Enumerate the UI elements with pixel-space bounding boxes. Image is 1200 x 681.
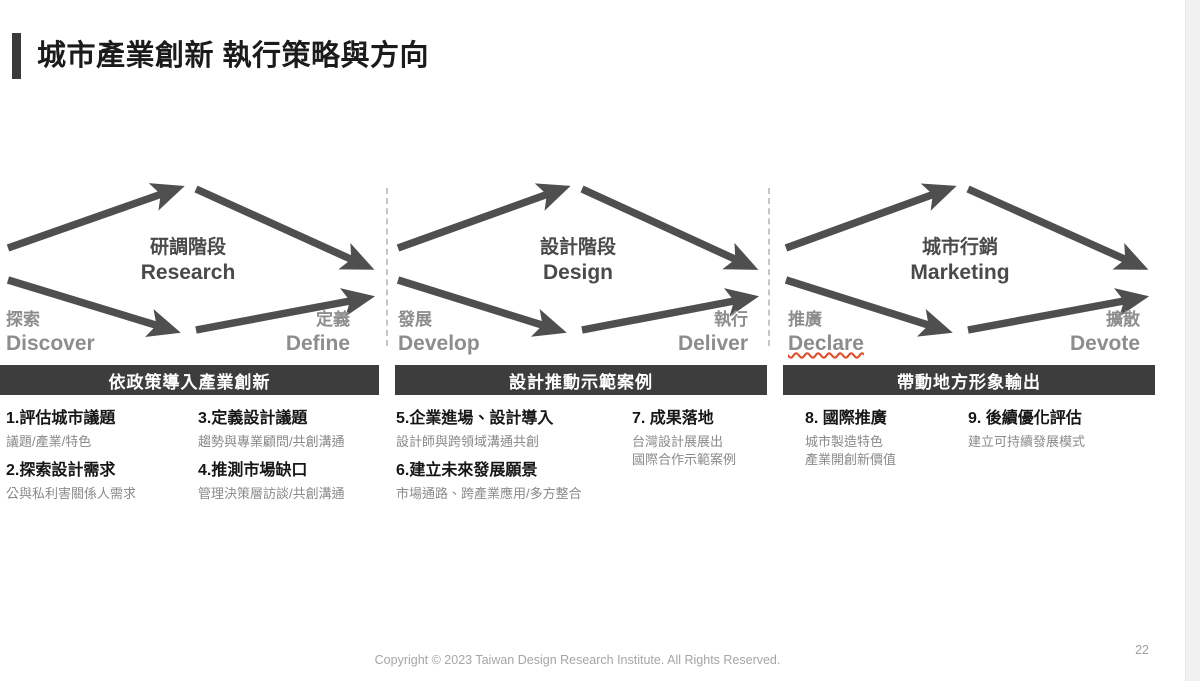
detail-item-sub: 趨勢與專業顧問/共創溝通 (198, 433, 388, 452)
stage-separator-1 (386, 188, 388, 346)
detail-column: 7. 成果落地 台灣設計展展出 國際合作示範案例 (632, 408, 782, 479)
corner-label-en-develop: Develop (398, 331, 480, 355)
stage-center-marketing: 城市行銷 Marketing (850, 236, 1070, 286)
title-accent-bar (12, 33, 21, 79)
corner-label-discover: 探索 Discover (6, 310, 95, 356)
corner-label-en-define: Define (285, 331, 350, 355)
detail-item-title: 8. 國際推廣 (805, 410, 887, 427)
stage-center-en-research: Research (140, 260, 236, 284)
stage-separator-2 (768, 188, 770, 346)
stage-center-cn-marketing: 城市行銷 (921, 237, 998, 258)
detail-item-sub-line: 國際合作示範案例 (632, 452, 737, 468)
stage-center-en-design: Design (542, 260, 613, 284)
corner-label-en-deliver: Deliver (677, 331, 748, 355)
detail-item-sub-line: 公與私利害關係人需求 (6, 486, 137, 502)
diamond-arrows-svg (6, 183, 1150, 337)
corner-label-declare: 推廣 Declare (788, 310, 864, 356)
detail-column: 1.評估城市議題 議題/產業/特色 2.探索設計需求 公與私利害關係人需求 (6, 408, 196, 513)
corner-label-en-declare: Declare (788, 331, 864, 357)
detail-item-title: 3.定義設計議題 (198, 410, 308, 427)
detail-item-title: 4.推測市場缺口 (198, 462, 308, 480)
spellcheck-underline: Declare (788, 331, 864, 355)
detail-item-sub-line: 設計師與跨領域溝通共創 (396, 433, 540, 449)
detail-item-sub-line: 管理決策層訪談/共創溝通 (198, 486, 345, 502)
stage-center-cn-research: 研調階段 (149, 237, 226, 258)
stage-center-research: 研調階段 Research (78, 236, 298, 286)
detail-item-sub: 台灣設計展展出 國際合作示範案例 (632, 433, 782, 471)
stage-center-design: 設計階段 Design (468, 236, 688, 286)
detail-item-sub: 城市製造特色 產業開創新價值 (805, 433, 965, 471)
detail-item-title: 6.建立未來發展願景 (396, 462, 538, 480)
page-title: 城市產業創新 執行策略與方向 (37, 39, 430, 72)
corner-label-deliver: 執行 Deliver (620, 310, 748, 356)
detail-column: 5.企業進場、設計導入 設計師與跨領域溝通共創 6.建立未來發展願景 市場通路、… (396, 408, 628, 513)
detail-item: 5.企業進場、設計導入 設計師與跨領域溝通共創 (396, 408, 628, 451)
detail-item: 6.建立未來發展願景 市場通路、跨產業應用/多方整合 (396, 460, 628, 503)
corner-label-cn-devote: 擴散 (1106, 310, 1140, 329)
footer-copyright: Copyright © 2023 Taiwan Design Research … (374, 653, 781, 667)
corner-label-en-devote: Devote (1069, 331, 1140, 355)
detail-item-sub: 議題/產業/特色 (6, 433, 196, 452)
detail-item-sub-line: 產業開創新價值 (805, 452, 897, 468)
detail-item-title: 9. 後續優化評估 (968, 410, 1082, 427)
detail-item-title: 2.探索設計需求 (6, 462, 116, 480)
stage-banner-design: 設計推動示範案例 (395, 365, 767, 395)
corner-label-cn-develop: 發展 (398, 310, 432, 329)
detail-column: 3.定義設計議題 趨勢與專業顧問/共創溝通 4.推測市場缺口 管理決策層訪談/共… (198, 408, 388, 513)
detail-item-sub: 管理決策層訪談/共創溝通 (198, 485, 388, 504)
detail-item: 8. 國際推廣 城市製造特色 產業開創新價值 (805, 408, 965, 470)
detail-item-sub: 建立可持續發展模式 (968, 433, 1168, 452)
stage-center-cn-design: 設計階段 (539, 237, 616, 258)
corner-label-cn-discover: 探索 (6, 310, 40, 329)
detail-columns: 1.評估城市議題 議題/產業/特色 2.探索設計需求 公與私利害關係人需求 3.… (0, 408, 1185, 548)
corner-label-devote: 擴散 Devote (1000, 310, 1140, 356)
detail-item-title: 1.評估城市議題 (6, 410, 116, 427)
detail-item-sub-line: 趨勢與專業顧問/共創溝通 (198, 433, 345, 449)
detail-item-sub: 設計師與跨領域溝通共創 (396, 433, 628, 452)
detail-item-sub-line: 城市製造特色 (805, 433, 884, 449)
detail-item: 2.探索設計需求 公與私利害關係人需求 (6, 460, 196, 503)
detail-item: 4.推測市場缺口 管理決策層訪談/共創溝通 (198, 460, 388, 503)
corner-label-en-discover: Discover (6, 331, 95, 355)
detail-item-sub-line: 市場通路、跨產業應用/多方整合 (396, 486, 582, 502)
detail-item-title: 5.企業進場、設計導入 (396, 410, 554, 427)
detail-item-sub-line: 建立可持續發展模式 (968, 433, 1086, 449)
vertical-scrollbar[interactable] (1185, 0, 1200, 681)
detail-item-title: 7. 成果落地 (632, 410, 714, 427)
detail-item: 3.定義設計議題 趨勢與專業顧問/共創溝通 (198, 408, 388, 451)
double-diamond-diagram: 研調階段 Research 設計階段 Design 城市行銷 Marketing… (0, 170, 1185, 362)
stage-banner-research: 依政策導入產業創新 (0, 365, 379, 395)
detail-item-sub-line: 議題/產業/特色 (6, 433, 92, 449)
detail-column: 9. 後續優化評估 建立可持續發展模式 (968, 408, 1168, 460)
detail-item: 1.評估城市議題 議題/產業/特色 (6, 408, 196, 451)
corner-label-cn-declare: 推廣 (788, 310, 822, 329)
detail-item-sub: 市場通路、跨產業應用/多方整合 (396, 485, 628, 504)
detail-item: 7. 成果落地 台灣設計展展出 國際合作示範案例 (632, 408, 782, 470)
corner-label-cn-define: 定義 (316, 310, 350, 329)
detail-item: 9. 後續優化評估 建立可持續發展模式 (968, 408, 1168, 451)
stage-center-en-marketing: Marketing (910, 260, 1010, 284)
detail-item-sub: 公與私利害關係人需求 (6, 485, 196, 504)
detail-item-sub-line: 台灣設計展展出 (632, 433, 724, 449)
corner-label-develop: 發展 Develop (398, 310, 480, 356)
page-title-row: 城市產業創新 執行策略與方向 (12, 33, 429, 79)
page-number: 22 (1135, 643, 1149, 657)
corner-label-define: 定義 Define (220, 310, 350, 356)
detail-column: 8. 國際推廣 城市製造特色 產業開創新價值 (805, 408, 965, 479)
stage-banner-marketing: 帶動地方形象輸出 (783, 365, 1155, 395)
corner-label-cn-deliver: 執行 (714, 310, 748, 329)
